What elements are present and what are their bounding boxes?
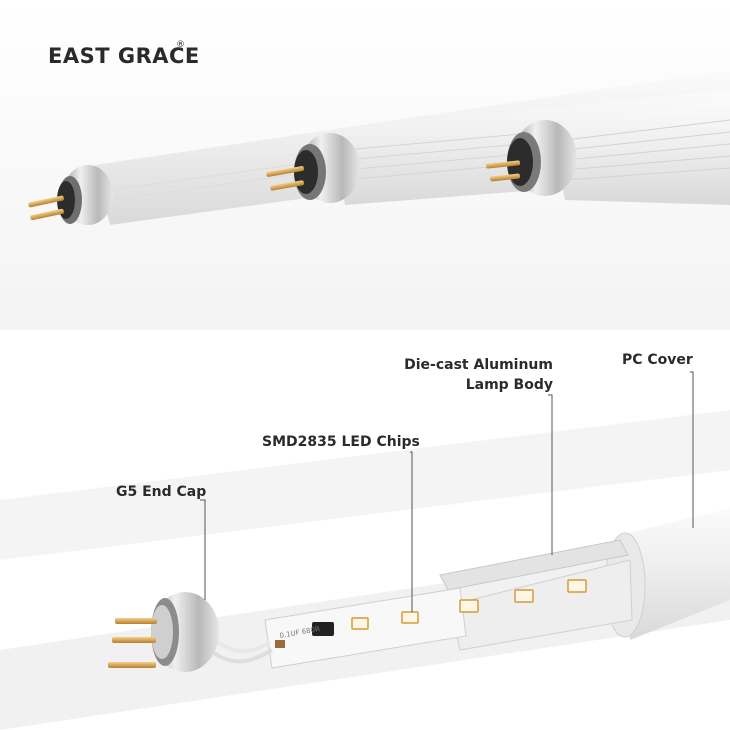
top-tubes [0,0,730,330]
label-pc-cover: PC Cover [622,352,693,368]
led-chips [351,579,587,630]
label-body-line1: Die-cast Aluminum [404,357,553,373]
tube-3 [486,100,730,205]
cutaway: 0.1UF 680R [0,330,730,730]
label-body-line2: Lamp Body [465,377,553,393]
brand-logo: EAST GRACE [48,44,200,68]
registered-mark: ® [176,40,185,50]
label-led-chips: SMD2835 LED Chips [262,434,420,450]
label-g5-end-cap: G5 End Cap [116,484,207,500]
leader-lines [200,371,694,612]
g5-end-cap [108,592,219,672]
